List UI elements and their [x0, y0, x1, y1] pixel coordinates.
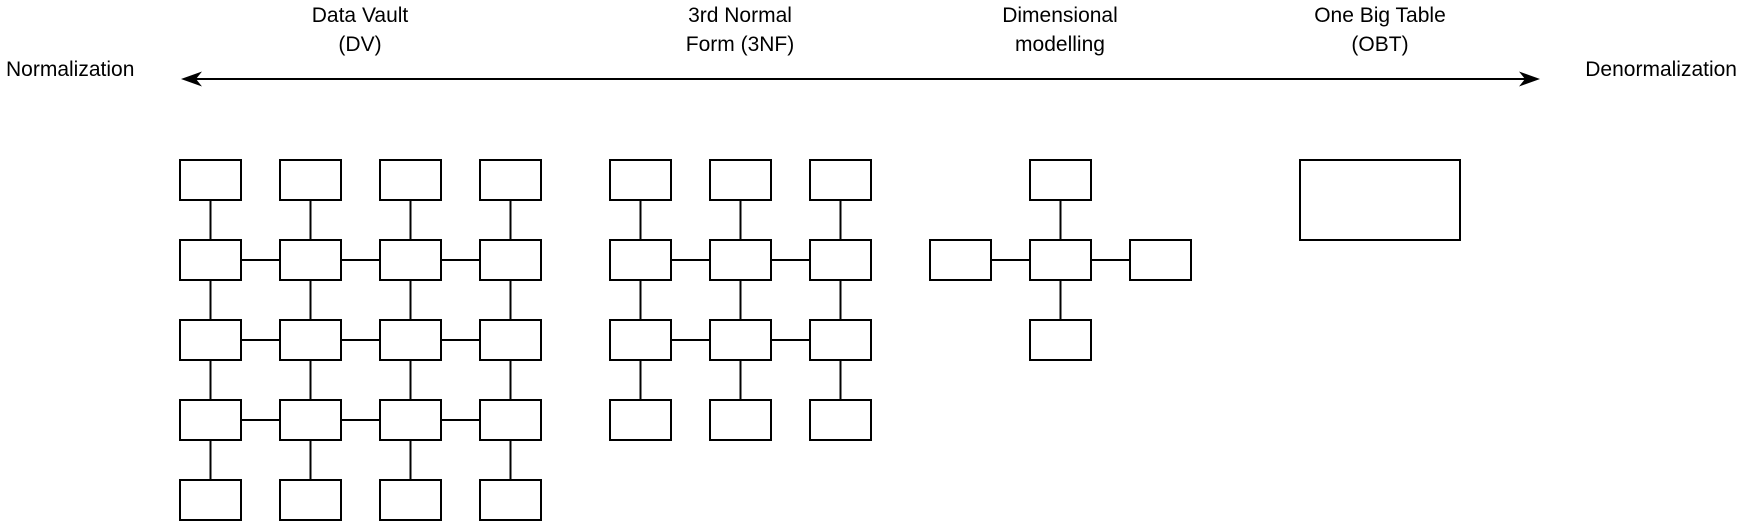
- data-vault-schema-box: [479, 159, 542, 201]
- approach-title-line1: Data Vault: [311, 4, 409, 27]
- data-vault-schema-box: [479, 239, 542, 281]
- approach-title-line2: (DV): [338, 33, 382, 56]
- approach-title-line2: Form (3NF): [685, 33, 795, 56]
- third-normal-form-schema-box: [809, 399, 872, 441]
- data-vault-schema-box: [479, 479, 542, 521]
- third-normal-form-schema-box: [609, 319, 672, 361]
- third-normal-form-schema-box: [709, 159, 772, 201]
- approach-title-line1: One Big Table: [1314, 4, 1446, 27]
- third-normal-form-schema-box: [809, 159, 872, 201]
- data-vault-schema-box: [479, 319, 542, 361]
- spectrum-arrowhead: [181, 71, 202, 87]
- third-normal-form-schema-box: [809, 239, 872, 281]
- data-vault-schema-box: [279, 319, 342, 361]
- data-vault-schema-box: [179, 319, 242, 361]
- approach-title-one-big-table: One Big Table (OBT): [1230, 1, 1530, 59]
- data-vault-schema-box: [379, 479, 442, 521]
- dimensional-modelling-schema-box: [929, 239, 992, 281]
- approach-title-dimensional-modelling: Dimensional modelling: [910, 1, 1210, 59]
- dimensional-modelling-schema-box: [1029, 319, 1092, 361]
- third-normal-form-schema-box: [809, 319, 872, 361]
- data-vault-schema-box: [179, 399, 242, 441]
- denormalization-label: Denormalization: [1585, 58, 1737, 81]
- data-vault-schema-box: [279, 479, 342, 521]
- data-vault-schema-box: [379, 399, 442, 441]
- approach-title-data-vault: Data Vault (DV): [210, 1, 510, 59]
- third-normal-form-schema-box: [709, 239, 772, 281]
- third-normal-form-schema-box: [609, 159, 672, 201]
- spectrum-arrowhead: [1519, 71, 1540, 87]
- data-vault-schema-box: [479, 399, 542, 441]
- approach-title-line1: 3rd Normal: [688, 4, 792, 27]
- data-vault-schema-box: [279, 159, 342, 201]
- approach-title-third-normal-form: 3rd Normal Form (3NF): [590, 1, 890, 59]
- one-big-table-schema-box: [1299, 159, 1461, 241]
- dimensional-modelling-schema-box: [1029, 239, 1092, 281]
- approach-title-line2: modelling: [1015, 33, 1105, 56]
- data-vault-schema-box: [179, 239, 242, 281]
- data-vault-schema-box: [379, 159, 442, 201]
- approach-title-line1: Dimensional: [1002, 4, 1118, 27]
- third-normal-form-schema-box: [709, 399, 772, 441]
- data-vault-schema-box: [379, 319, 442, 361]
- third-normal-form-schema-box: [609, 399, 672, 441]
- data-vault-schema-box: [179, 159, 242, 201]
- third-normal-form-schema-box: [609, 239, 672, 281]
- dimensional-modelling-schema-box: [1029, 159, 1092, 201]
- data-vault-schema-box: [179, 479, 242, 521]
- dimensional-modelling-schema-box: [1129, 239, 1192, 281]
- approach-title-line2: (OBT): [1351, 33, 1409, 56]
- third-normal-form-schema-box: [709, 319, 772, 361]
- normalization-label: Normalization: [6, 58, 135, 81]
- data-vault-schema-box: [379, 239, 442, 281]
- data-vault-schema-box: [279, 239, 342, 281]
- data-vault-schema-box: [279, 399, 342, 441]
